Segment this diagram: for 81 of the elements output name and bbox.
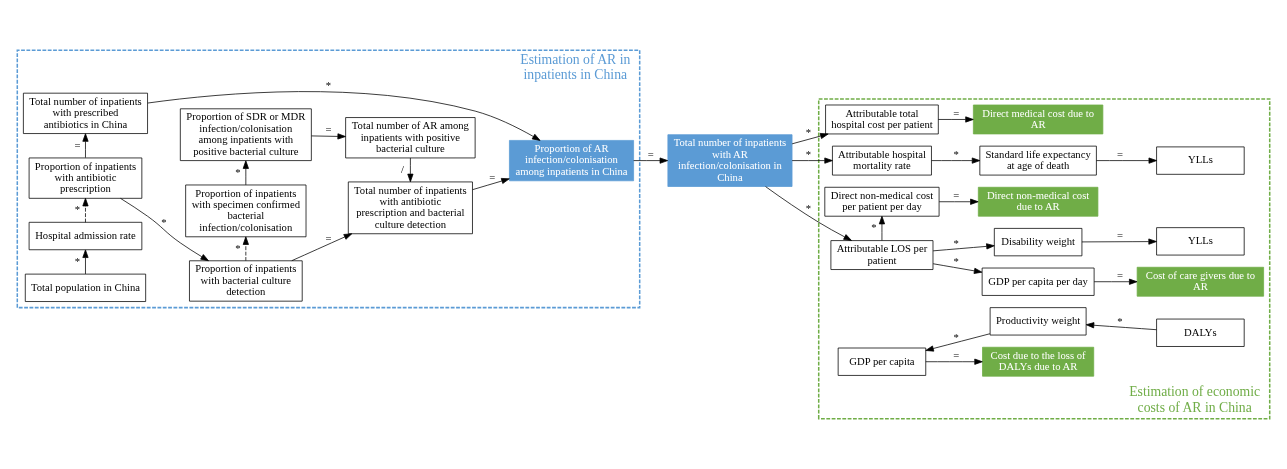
edge-label: * [235, 242, 241, 254]
arrow [791, 157, 833, 164]
edge-label: * [235, 166, 241, 178]
arrow [82, 249, 89, 275]
node-box: Productivity weight [989, 307, 1087, 336]
arrow [791, 133, 829, 145]
edge-label: = [325, 232, 332, 244]
arrow [472, 178, 510, 190]
arrow [938, 198, 979, 205]
edge-label: = [74, 139, 81, 151]
arrow [120, 197, 209, 262]
arrow [82, 197, 89, 223]
arrow [932, 263, 983, 274]
edge-label: * [325, 80, 332, 92]
node-box: Standard life expectancy at age of death [979, 145, 1097, 176]
arrow [242, 160, 249, 186]
node-box: Cost due to the loss of DALYs due to AR [982, 346, 1095, 377]
node-box: Hospital admission rate [28, 221, 143, 251]
arrow [633, 157, 668, 164]
edge-label: * [871, 222, 877, 234]
edge-label: = [647, 148, 654, 160]
arrow [311, 133, 346, 140]
edge-label: = [489, 172, 496, 184]
edge-label: = [953, 107, 960, 119]
arrow [931, 157, 981, 164]
node-box: Proportion of SDR or MDR infection/colonisation among inpatients with positive bacterial culture [179, 108, 312, 161]
edge-label: * [953, 148, 959, 160]
arrow [765, 186, 852, 241]
edge-label: * [1117, 315, 1123, 327]
node-box: Proportion of inpatients with specimen confirmed bacterial infection/colonisation [185, 184, 307, 238]
node-box: Total population in China [24, 273, 147, 302]
node-box: DALYs [1156, 318, 1245, 347]
arrow [1096, 157, 1157, 164]
arrow [932, 243, 995, 252]
node-box: Total number of inpatients with prescribed antibiotics in China [23, 92, 148, 134]
node-box: Cost of care givers due to AR [1136, 266, 1264, 297]
edge-label: * [953, 237, 959, 249]
arrow [878, 215, 885, 241]
node-box: GDP per capita per day [981, 267, 1095, 296]
node-box: Direct medical cost due to AR [973, 104, 1104, 135]
node-box: Attributable total hospital cost per patient [825, 104, 939, 135]
arrow [925, 358, 983, 365]
arrow [407, 157, 414, 183]
node-box: Disability weight [993, 228, 1083, 257]
arrow [82, 133, 89, 158]
edge-label: = [325, 124, 332, 136]
node-box: Direct non-medical cost due to AR [977, 186, 1099, 217]
edge-label: * [805, 148, 812, 160]
edge-label: = [953, 189, 960, 201]
node-box: YLLs [1156, 227, 1245, 256]
edge-label: = [1117, 269, 1124, 281]
edge-label: = [1117, 148, 1124, 160]
edge-label: * [953, 331, 959, 343]
edge-label: = [953, 349, 960, 361]
edge-label: * [805, 202, 812, 214]
node-box: Proportion of AR infection/colonisation among inpatients in China [509, 140, 634, 182]
arrow [1085, 322, 1157, 331]
edge-label: = [1117, 230, 1124, 242]
arrow [925, 333, 991, 352]
arrow [242, 236, 249, 262]
edge-label: * [161, 216, 167, 228]
node-box: YLLs [1156, 146, 1245, 175]
node-box: Proportion of inpatients with bacterial culture detection [189, 260, 303, 302]
node-box: Direct non-medical cost per patient per day [824, 186, 940, 217]
arrow [937, 116, 974, 123]
arrow [1081, 238, 1157, 245]
arrow [1093, 278, 1138, 285]
edge-label: * [74, 255, 81, 267]
edge-label: * [805, 127, 812, 139]
node-box: Proportion of inpatients with antibiotic prescription [28, 157, 143, 199]
edge-label: / [400, 163, 404, 175]
node-box: GDP per capita [837, 347, 927, 376]
node-box: Attributable LOS per patient [830, 240, 934, 270]
edge-label: * [74, 204, 81, 216]
edge-label: * [953, 256, 959, 268]
node-box: Total number of AR among inpatients with positive bacterial culture [345, 117, 476, 159]
node-box: Total number of inpatients with AR infection/colonisation in China [667, 134, 793, 187]
arrow [147, 91, 541, 141]
arrow [291, 233, 353, 262]
node-box: Attributable hospital mortality rate [832, 145, 932, 176]
node-box: Total number of inpatients with antibiotic prescription and bacterial culture detection [347, 181, 473, 235]
